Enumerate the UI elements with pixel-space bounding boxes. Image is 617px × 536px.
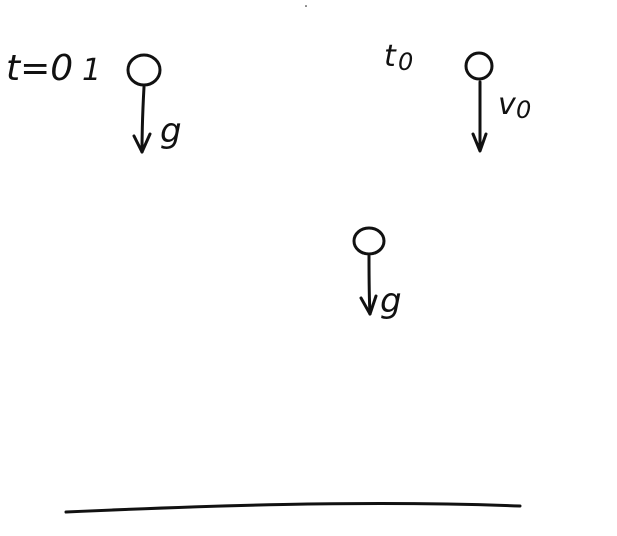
ball-one-gravity-arrowhead [132, 132, 152, 154]
ball-one [126, 53, 162, 154]
falling-ball-gravity-arrowhead [359, 294, 378, 316]
ball-one-gravity-arrow-shaft [140, 85, 146, 154]
label-gravity-falling-ball: g [380, 281, 402, 321]
falling-ball-circle [352, 226, 386, 256]
ball-two-velocity-arrowhead [471, 132, 488, 153]
ball-two-circle [464, 51, 494, 81]
label-velocity-base: v [498, 87, 517, 122]
label-time-start: t=0 [6, 48, 73, 89]
label-time-t0-base: t [384, 39, 397, 74]
label-velocity-subscript: 0 [516, 96, 531, 124]
label-time-t0-subscript: 0 [398, 48, 413, 76]
ball-one-circle [126, 53, 162, 87]
ball-two [464, 51, 494, 153]
falling-ball [352, 226, 386, 316]
ground-line [64, 502, 522, 514]
label-gravity-ball-one: g [160, 111, 182, 151]
label-velocity: v 0 [498, 87, 531, 124]
label-ball-one: 1 [82, 53, 101, 88]
falling-ball-gravity-arrow-shaft [367, 254, 372, 316]
label-time-t0: t 0 [384, 39, 413, 76]
stray-dot [305, 5, 307, 7]
